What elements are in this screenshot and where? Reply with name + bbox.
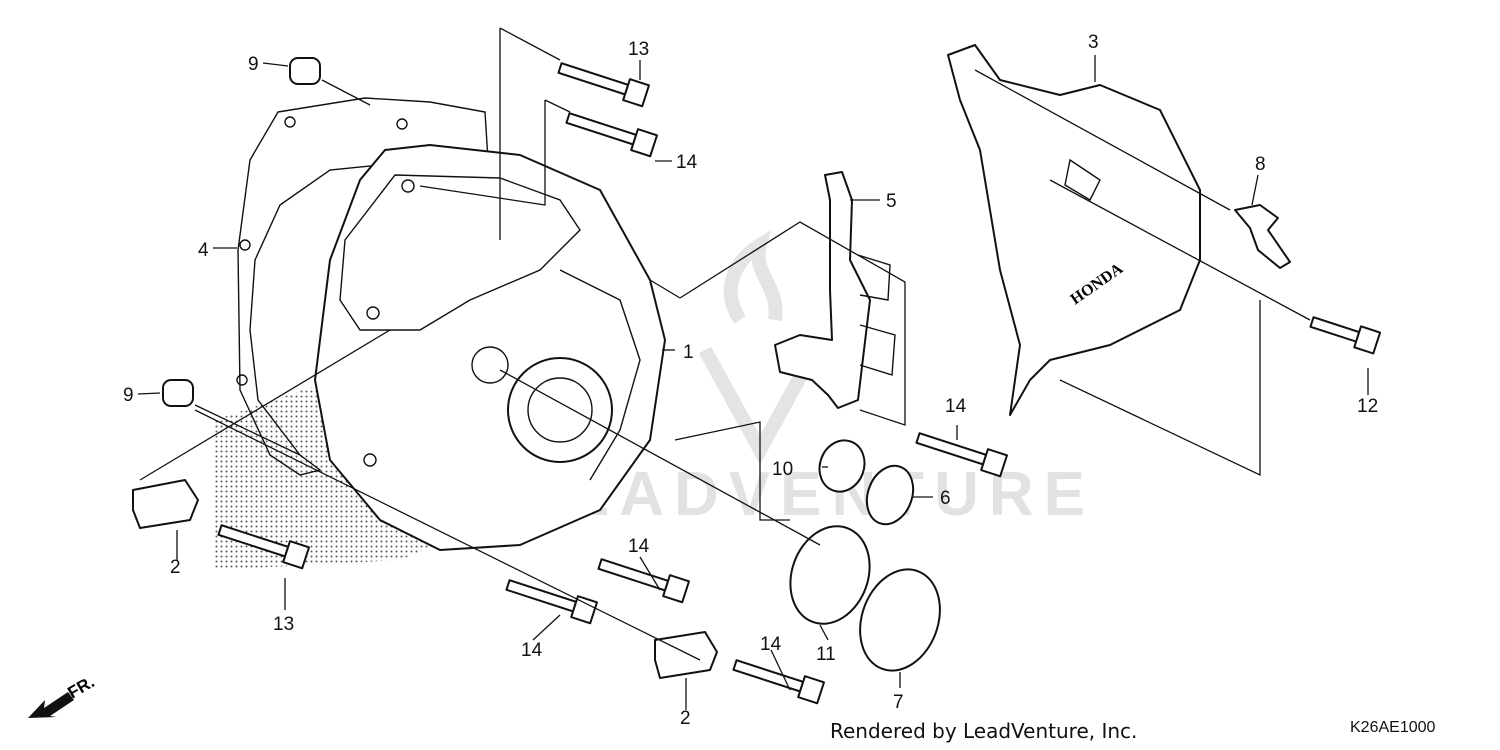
- bracket-part-5: [774, 171, 871, 409]
- callout-1: 1: [683, 342, 694, 363]
- diagram-code: K26AE1000: [1350, 719, 1436, 736]
- callout-2-bottom: 2: [680, 708, 691, 729]
- leader-lines: [137, 27, 1369, 710]
- callout-4: 4: [198, 240, 209, 261]
- callout-5: 5: [886, 191, 897, 212]
- callout-14-right: 14: [945, 396, 967, 417]
- callout-13-lower: 13: [273, 614, 294, 635]
- callout-3: 3: [1088, 32, 1099, 53]
- plug-part-7: [859, 568, 941, 672]
- callout-13-upper: 13: [628, 39, 649, 60]
- o-ring-part-11: [789, 525, 871, 625]
- plug-part-6: [865, 464, 915, 526]
- front-direction-arrow: FR.: [28, 672, 98, 718]
- callout-numbers: 1 2 2 3 4 5 6 7 8 9 9 10 11 12 13 13 14 …: [123, 32, 1378, 729]
- callout-11: 11: [816, 644, 836, 665]
- callout-9-upper: 9: [248, 54, 259, 75]
- crankcase-cover-opening: [507, 357, 613, 463]
- callout-10: 10: [772, 459, 793, 480]
- callout-8: 8: [1255, 154, 1266, 175]
- callout-12: 12: [1357, 396, 1378, 417]
- callout-14-lower-left: 14: [521, 640, 543, 661]
- bolts: [217, 62, 1382, 705]
- o-ring-part-10: [818, 439, 866, 493]
- callout-14-bottom: 14: [760, 634, 782, 655]
- callout-9-lower: 9: [123, 385, 134, 406]
- clamp-left: [132, 479, 199, 529]
- callout-14-middle: 14: [628, 536, 650, 557]
- clamp-bottom: [654, 631, 718, 679]
- callout-6: 6: [940, 488, 951, 509]
- render-credit: Rendered by LeadVenture, Inc.: [830, 719, 1138, 743]
- clip-part-8: [1234, 204, 1291, 269]
- callout-7: 7: [893, 692, 904, 713]
- dowel-pin-upper: [289, 57, 321, 85]
- callout-2-left: 2: [170, 557, 181, 578]
- gasket-part-4: [237, 97, 489, 476]
- dowel-pin-lower: [162, 379, 194, 407]
- callout-14-top: 14: [676, 152, 698, 173]
- sprocket-cover-part-3: [947, 44, 1201, 416]
